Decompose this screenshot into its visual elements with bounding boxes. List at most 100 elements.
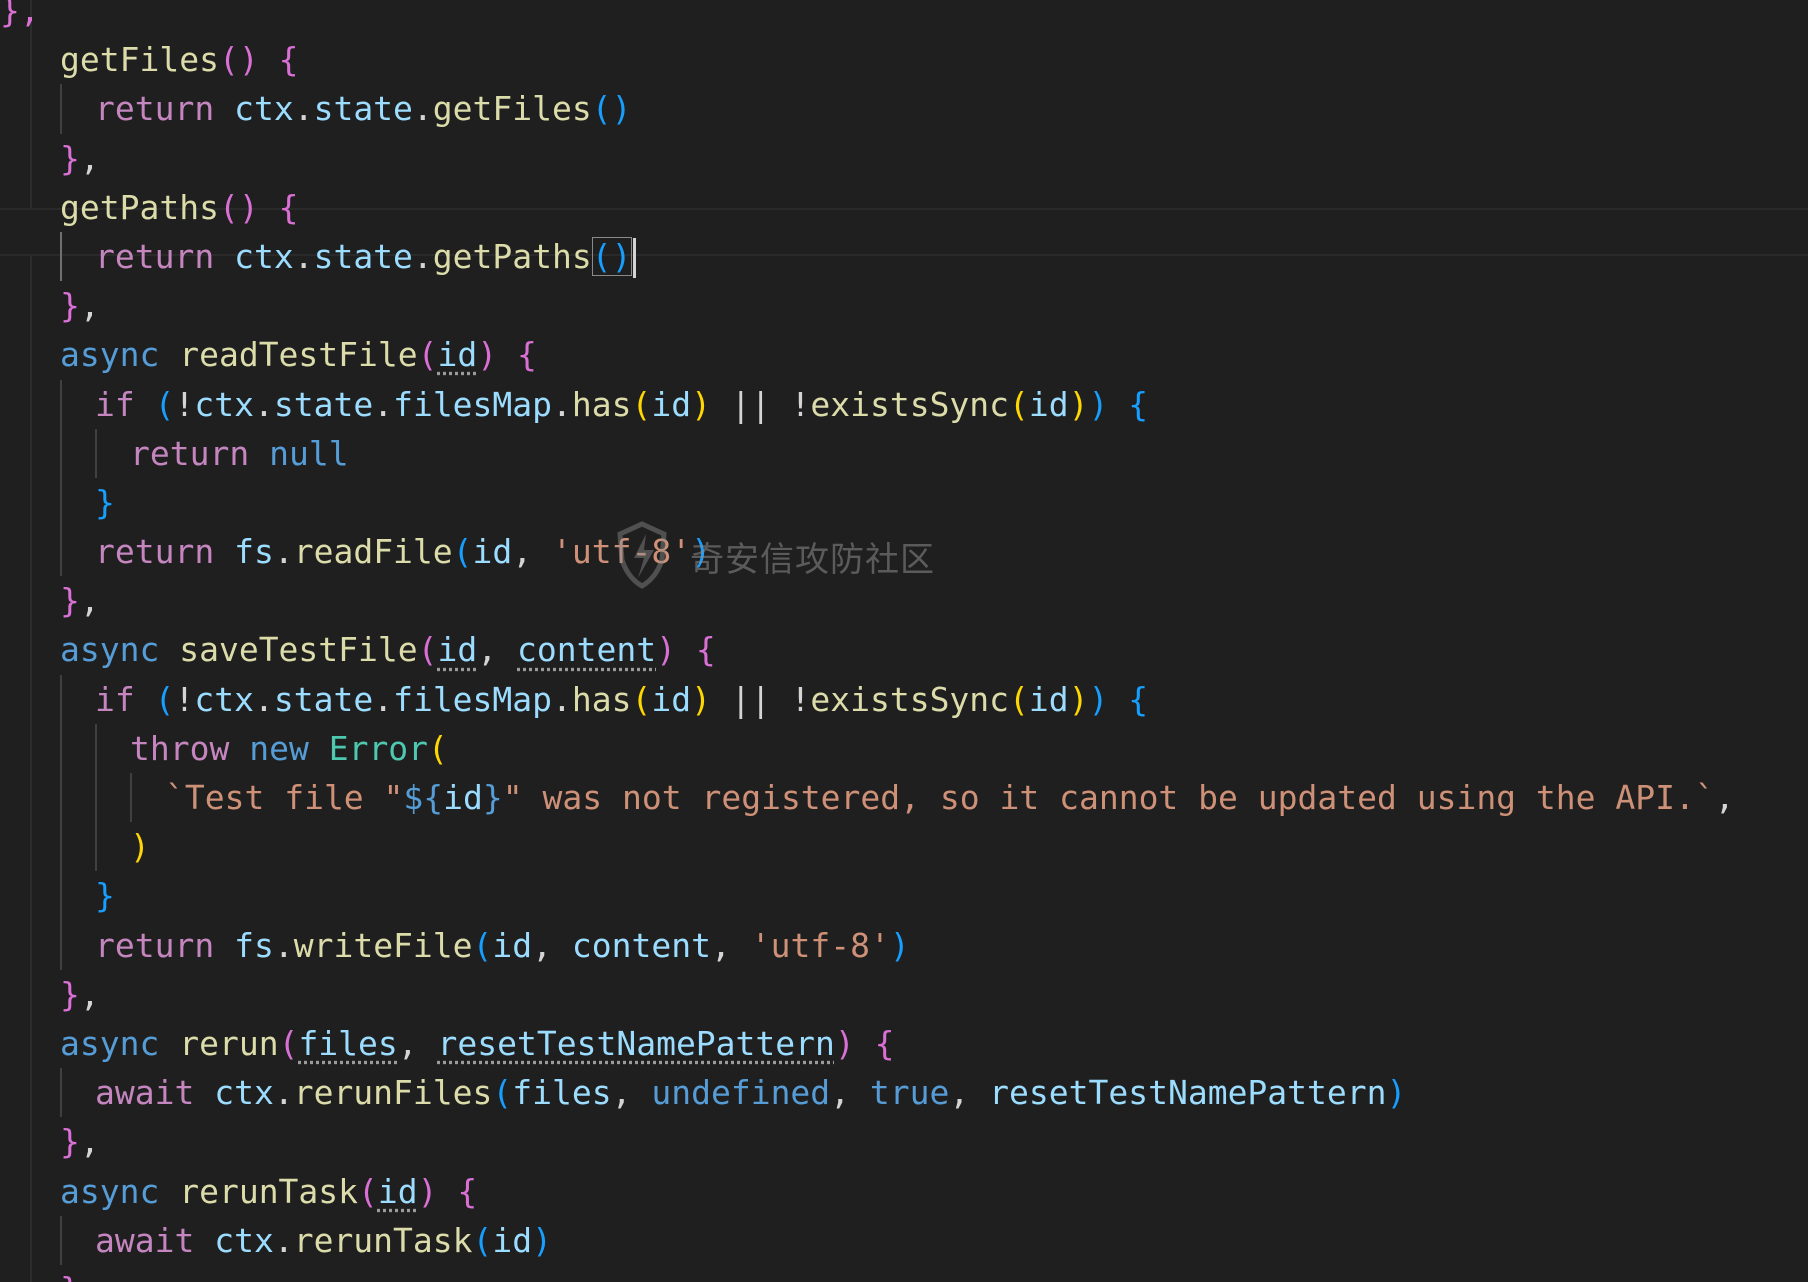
current-line-highlight (0, 208, 1808, 256)
code-token: ( (417, 335, 438, 375)
code-token: } (60, 974, 80, 1014)
code-token: ) (1068, 679, 1089, 719)
code-token: files (512, 1073, 612, 1113)
code-token: ( (1009, 679, 1029, 719)
code-line-content: }, (60, 134, 100, 183)
code-line-content: `Test file "${id}" was not registered, s… (165, 773, 1735, 822)
code-token: , (79, 286, 100, 326)
code-token: { (874, 1023, 895, 1063)
code-token: { (278, 187, 299, 227)
code-token: state (273, 384, 374, 424)
code-token: resetTestNamePattern (989, 1073, 1387, 1113)
code-token: has (571, 384, 632, 424)
code-line-content: }, (60, 576, 100, 625)
code-token: . (552, 384, 572, 424)
code-token: ! (174, 679, 195, 719)
code-token: return (95, 532, 215, 572)
code-token: state (273, 679, 374, 719)
code-token (1108, 385, 1128, 424)
code-token (249, 434, 269, 473)
code-token: ) (1088, 384, 1109, 424)
code-token: ) (1386, 1073, 1407, 1113)
code-token: id (492, 925, 533, 965)
code-token: { (278, 40, 299, 80)
code-token: ) (691, 532, 711, 572)
code-token: new (249, 728, 309, 768)
code-token: 'utf-8' (750, 925, 890, 965)
code-token: ) (691, 384, 712, 424)
code-token: . (412, 236, 433, 276)
code-token: existsSync (810, 384, 1010, 424)
code-token: . (293, 89, 314, 129)
code-token: , (79, 974, 100, 1014)
code-token: await (95, 1073, 195, 1113)
indent-guide (60, 723, 62, 773)
code-token: . (253, 384, 274, 424)
code-token: content (517, 630, 657, 670)
indent-guide (95, 428, 97, 478)
code-token: ) (1088, 679, 1109, 719)
code-token: Error (328, 728, 429, 768)
code-token: fs (234, 532, 274, 572)
code-token: if (95, 384, 135, 424)
indent-guide (60, 477, 62, 528)
code-line-content: }, (60, 281, 100, 330)
code-token: getPaths (432, 236, 592, 276)
code-token: files (298, 1023, 398, 1063)
code-token: readFile (293, 532, 453, 572)
code-token: . (373, 679, 394, 719)
code-token: ctx (214, 1220, 274, 1260)
code-token: existsSync (810, 679, 1010, 719)
indent-guide (95, 822, 97, 872)
code-token: ) (477, 335, 498, 375)
code-line-content: }, (60, 1265, 100, 1282)
code-token (194, 1221, 214, 1260)
bracket-match-highlight: () (591, 236, 632, 276)
code-token: ctx (214, 1073, 274, 1113)
code-line-content: if (!ctx.state.filesMap.has(id) || !exis… (95, 675, 1148, 724)
code-token: return (95, 925, 215, 965)
code-token: ( (278, 1023, 299, 1063)
code-token: ctx (234, 236, 294, 276)
code-token (159, 335, 179, 374)
code-token: async (60, 630, 160, 670)
code-token: `Test file " (165, 778, 404, 817)
indent-guide (60, 674, 62, 724)
code-token (855, 1024, 875, 1063)
code-token: ( (417, 630, 438, 670)
code-token: async (60, 1023, 160, 1063)
gutter-divider (30, 0, 32, 1282)
code-token: rerunFiles (293, 1073, 493, 1113)
code-token (135, 385, 155, 424)
code-token: ! (174, 384, 195, 424)
code-token: rerunTask (179, 1171, 359, 1211)
code-token: id (1028, 679, 1069, 719)
code-token: ctx (194, 384, 254, 424)
code-token: true (869, 1073, 950, 1113)
code-token: ( (452, 532, 473, 572)
code-token: } (60, 581, 80, 621)
code-token: } (482, 778, 503, 817)
code-token: getFiles (60, 40, 219, 80)
code-token: () (218, 40, 259, 80)
code-token: null (269, 433, 349, 473)
code-token: } (60, 138, 80, 178)
code-token: state (313, 89, 413, 129)
code-token: ctx (194, 679, 254, 719)
code-token: id (437, 335, 478, 375)
code-token: filesMap (393, 679, 553, 719)
code-token: ) (417, 1171, 438, 1211)
indent-guide (60, 822, 62, 872)
code-token: state (313, 236, 413, 276)
code-line-content: throw new Error( (130, 724, 448, 773)
code-token: . (293, 236, 314, 276)
code-token (194, 1073, 214, 1112)
code-token: () (591, 89, 632, 129)
code-token: { (695, 630, 716, 670)
code-token: , (79, 581, 100, 621)
code-token: . (273, 925, 294, 965)
code-token: , (397, 1023, 438, 1063)
code-line-content: }, (60, 970, 100, 1019)
code-token (214, 89, 234, 128)
